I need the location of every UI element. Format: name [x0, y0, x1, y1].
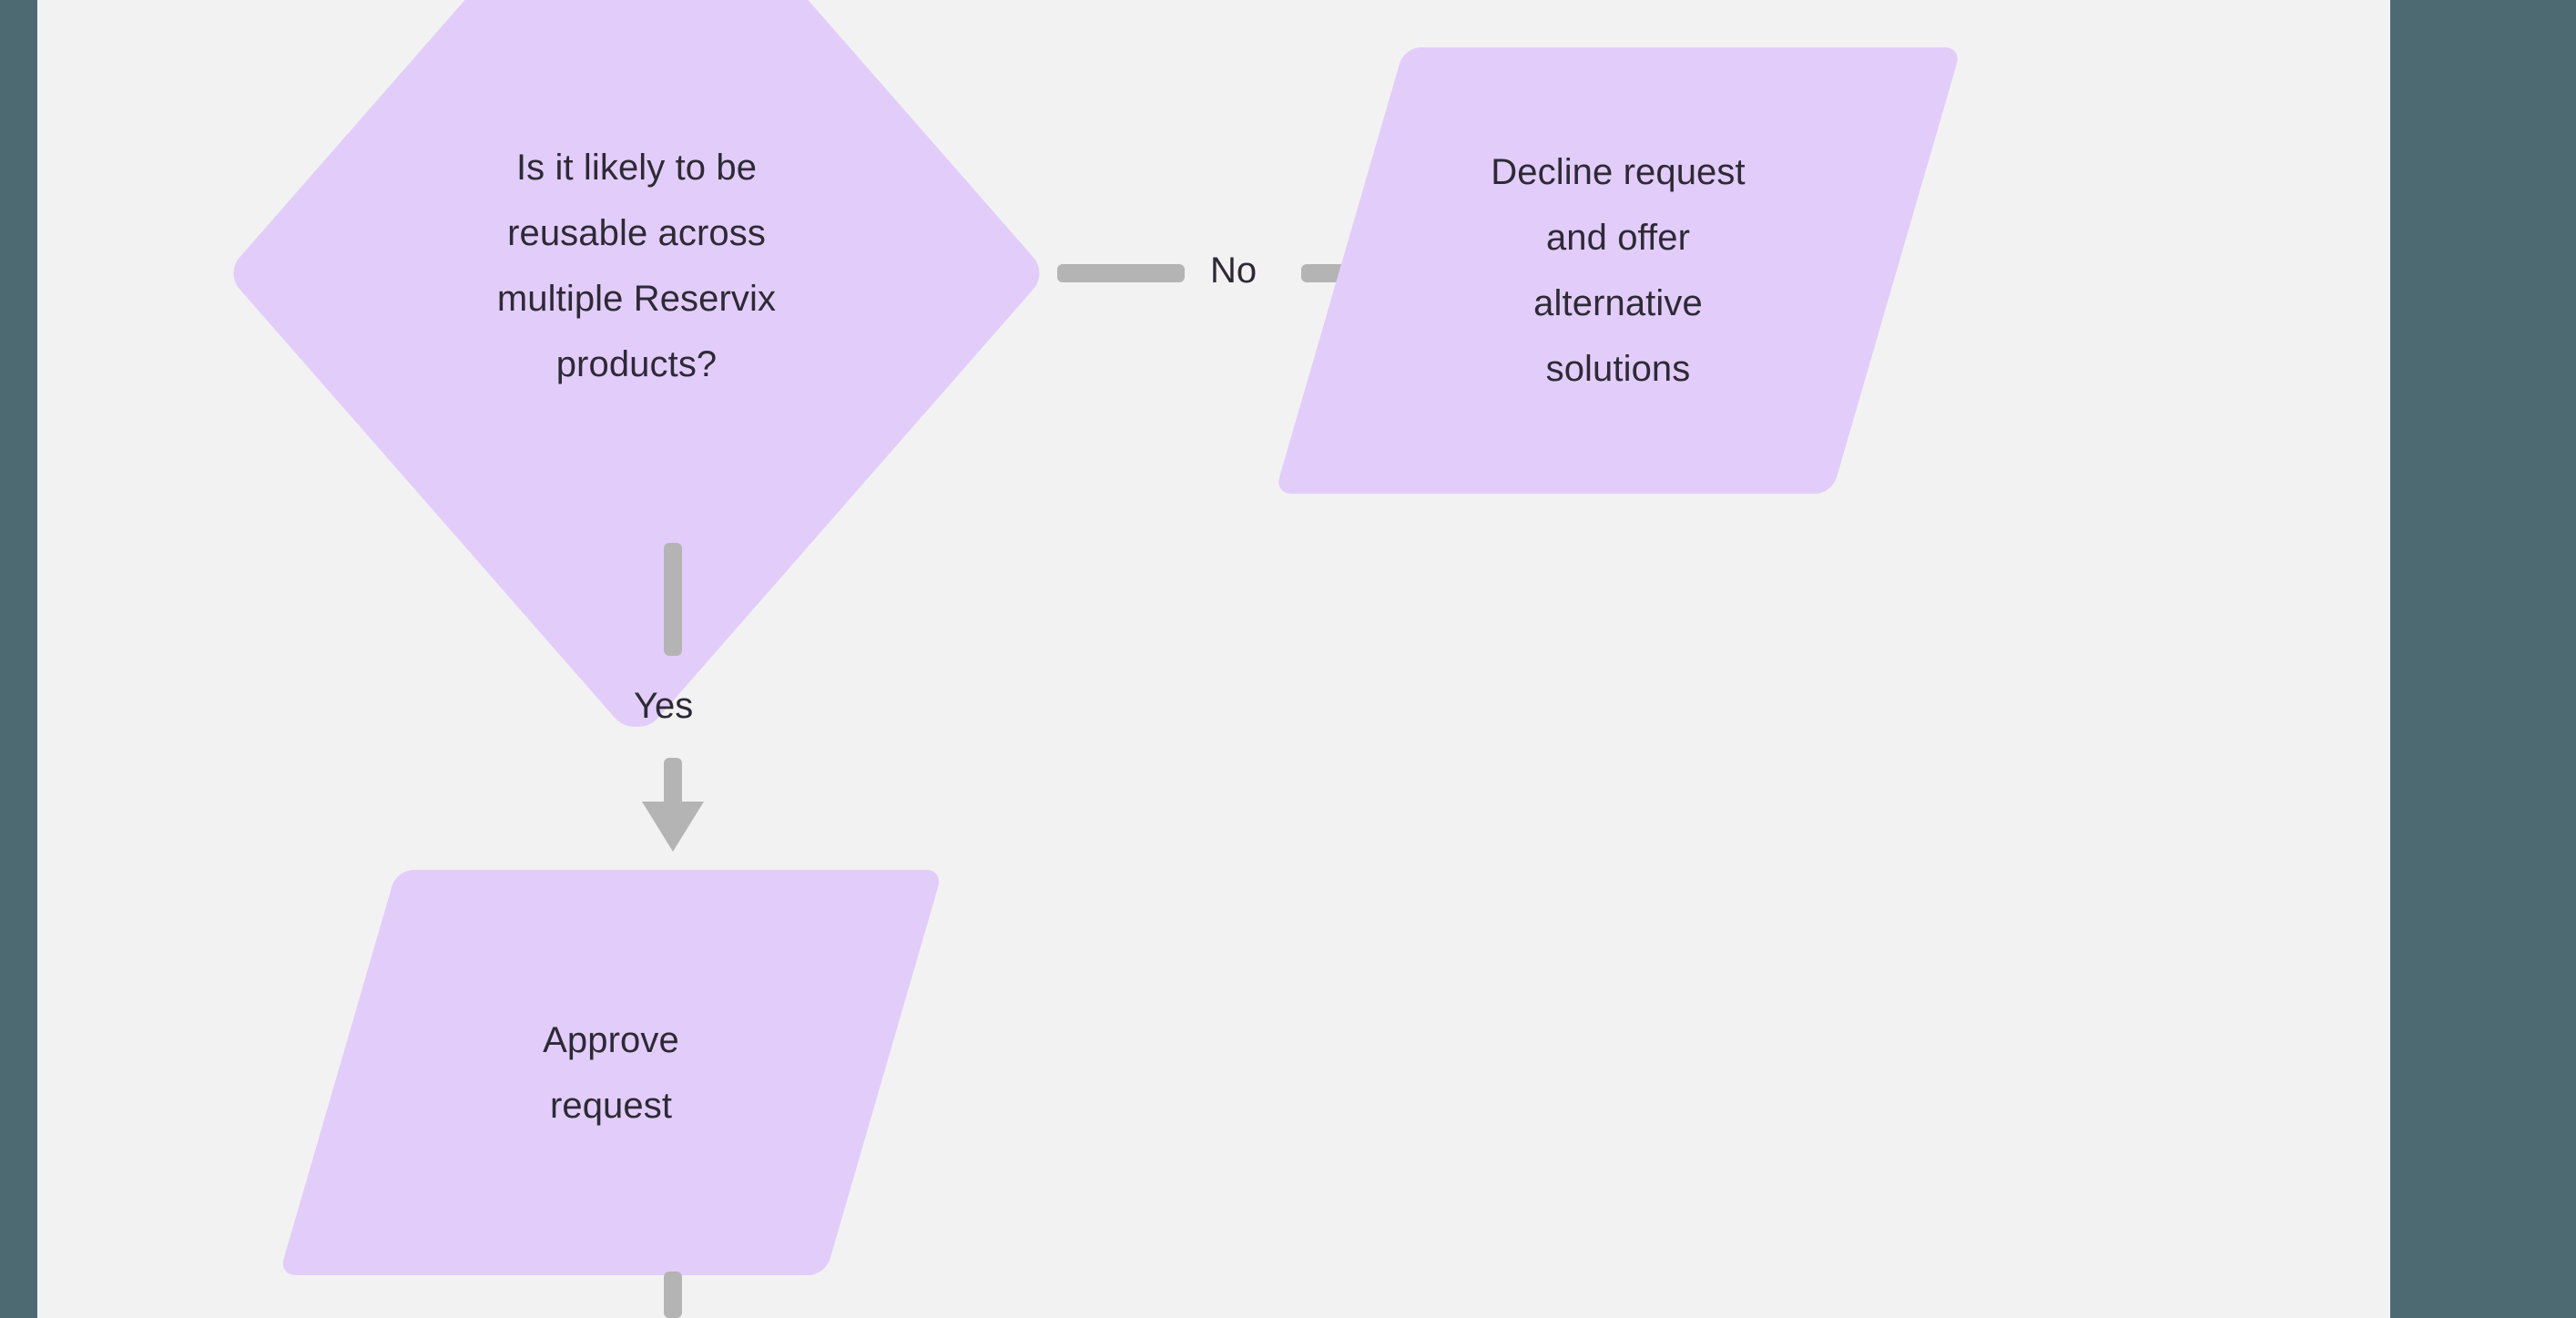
- diamond-shape-icon: [233, 0, 1040, 727]
- node-decline-request[interactable]: Decline request and offer alternative so…: [1274, 47, 1962, 494]
- edge-yes-label: Yes: [634, 686, 694, 726]
- node-approve-request-label: Approve request: [543, 1019, 679, 1126]
- left-rail: [0, 0, 37, 1318]
- arrow-down-icon: [642, 802, 704, 852]
- edge-yes-line-top: [664, 543, 682, 656]
- node-decision-reusable[interactable]: Is it likely to be reusable across multi…: [221, 0, 1052, 743]
- node-approve-request[interactable]: Approve request: [279, 870, 943, 1275]
- edge-no-label: No: [1210, 250, 1257, 291]
- flowchart-canvas[interactable]: Is it likely to be reusable across multi…: [37, 0, 2390, 1318]
- edge-no-line-left: [1057, 264, 1185, 282]
- node-decline-request-label: Decline request and offer alternative so…: [1491, 152, 1746, 389]
- right-rail: [2390, 0, 2576, 1318]
- edge-approve-out-line: [664, 1272, 682, 1318]
- edge-yes-line-bottom: [664, 758, 682, 814]
